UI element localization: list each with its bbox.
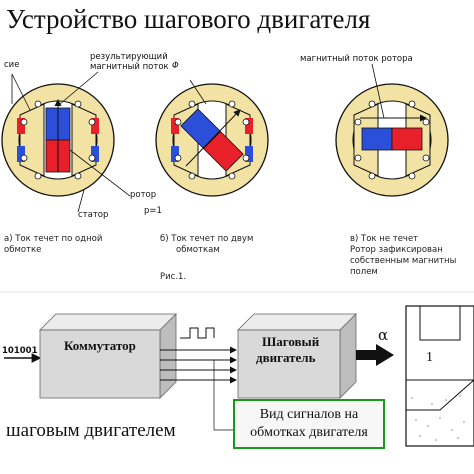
load-number: 1 [426, 350, 433, 365]
motor-a-coil-right-red [91, 118, 99, 134]
output-shaft [356, 350, 378, 360]
motor-c-caption-2: Ротор зафиксирован [350, 245, 443, 255]
motor-a-label-stator: статор [78, 210, 109, 220]
motor-a-coil-left-blue [17, 146, 25, 162]
figure-label: Рис.1. [160, 272, 187, 282]
motor-c-caption-1: в) Ток не течет [350, 234, 419, 244]
motor-a-label-p: p=1 [144, 206, 162, 216]
motor-c-label-flux: магнитный поток ротора [300, 54, 413, 64]
output-angle-symbol: α [378, 326, 389, 344]
motor-c-caption-3: собственным магнитны [350, 256, 457, 266]
signal-note-line-1: Вид сигналов на [259, 407, 359, 422]
motor-a-coil-left-red [17, 118, 25, 134]
motor-a-label-flux-1: результирующий [90, 52, 168, 62]
motor-b-coil-left-red [171, 118, 179, 134]
bottom-caption: шаговым двигателем [6, 420, 176, 441]
motor-a-pole-left [19, 103, 45, 177]
pulse-signal [180, 327, 215, 339]
motor-b-rotor [180, 108, 244, 172]
signal-note-line-2: обмотках двигателя [250, 425, 368, 440]
flux-symbol: Φ [172, 61, 179, 71]
motor-a-caption-1: а) Ток течет по одной [4, 234, 103, 244]
motor-b-caption-2: обмоткам [176, 245, 220, 255]
motor-label-2: двигатель [256, 350, 316, 365]
motor-a-pole-right [71, 103, 97, 177]
motor-a-label-left: сие [4, 60, 20, 70]
motor-block [237, 313, 357, 399]
output-arrow [376, 344, 394, 366]
commutator-label: Коммутатор [64, 338, 136, 353]
motor-a-diagram [1, 71, 131, 213]
motor-a-label-flux-2: магнитный поток [90, 62, 169, 72]
motor-a-caption-2: обмотке [4, 245, 42, 255]
motor-b-coil-left-blue [171, 146, 179, 162]
motor-c-diagram [335, 63, 449, 197]
motor-b-coil-right-red [245, 118, 253, 134]
connection-arrows [160, 346, 237, 384]
motor-a-coil-right-blue [91, 146, 99, 162]
motor-label-1: Шаговый [262, 334, 320, 349]
motor-a-label-rotor: ротор [130, 190, 157, 200]
motor-c-caption-4: полем [350, 267, 378, 277]
signal-note-box: Вид сигналов на обмотках двигателя [233, 399, 385, 449]
motor-c-rotor-south [391, 127, 423, 151]
page-title: Устройство шагового двигателя [6, 4, 371, 34]
motor-b-coil-right-blue [245, 146, 253, 162]
motor-b-diagram [155, 79, 269, 197]
commutator-block [39, 313, 177, 399]
input-code-label: 101001 [2, 346, 38, 356]
load-mechanism [405, 305, 474, 447]
motor-b-caption-1: б) Ток течет по двум [160, 234, 254, 244]
motor-c-rotor-north [361, 127, 393, 151]
